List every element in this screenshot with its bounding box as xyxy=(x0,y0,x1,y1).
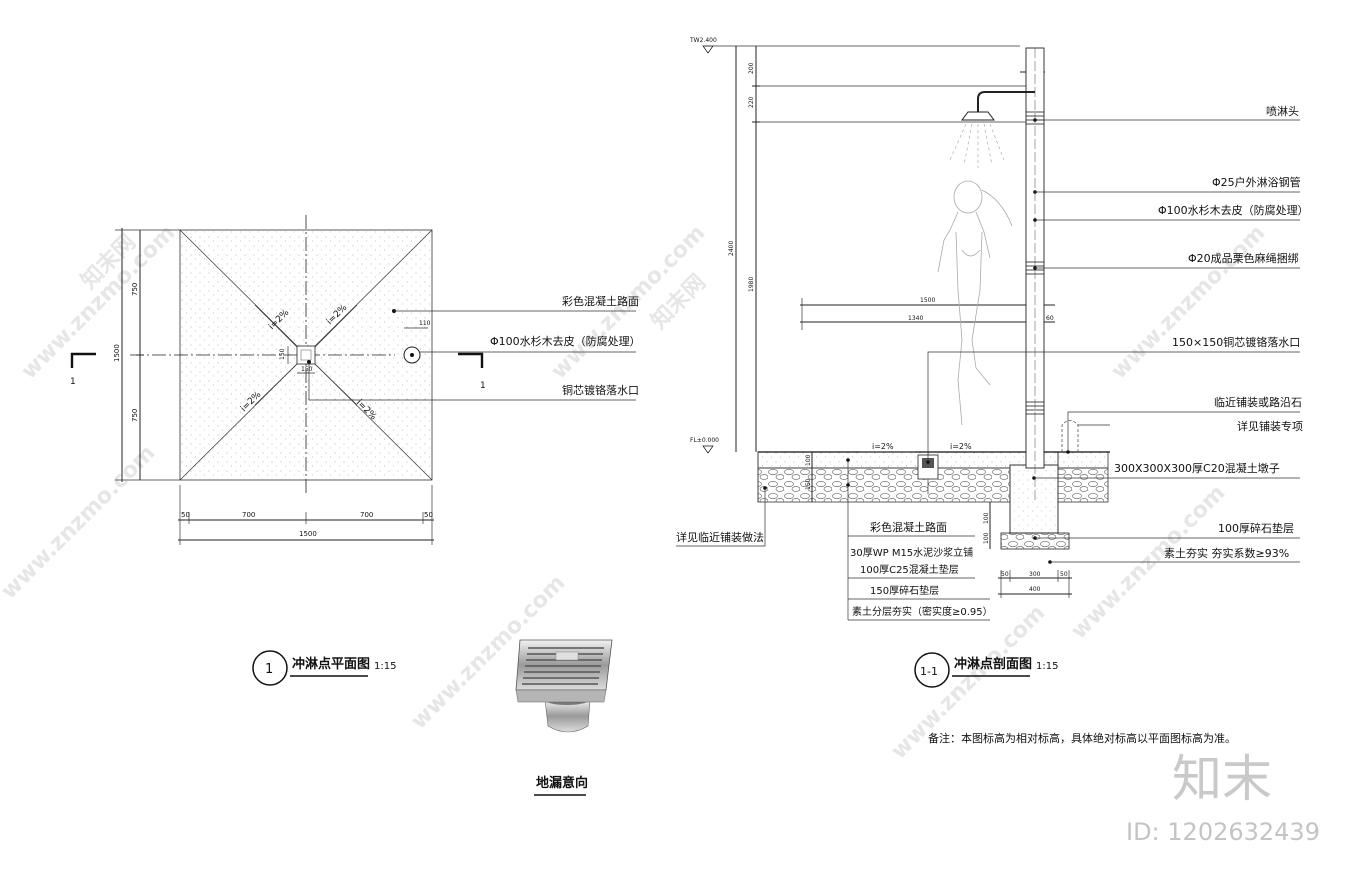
plan-scale: 1:15 xyxy=(374,661,396,672)
plan-dim-total-h: 1500 xyxy=(299,530,317,538)
plan-view: i=2% i=2% i=2% i=2% 150 150 110 750 750 … xyxy=(70,215,641,686)
section-title-circle xyxy=(914,652,950,688)
sec-dim-100c: 100 xyxy=(983,532,990,544)
layer-label-5: 素土分层夯实（密实度≥0.95） xyxy=(852,605,993,618)
plan-drain xyxy=(296,345,316,365)
plan-dim-drain-h: 150 xyxy=(279,348,286,360)
label-post: Φ100水杉木去皮（防腐处理） xyxy=(1158,203,1309,217)
sec-dim-200: 200 xyxy=(748,62,755,74)
drawing-note: 备注：本图标高为相对标高，具体绝对标高以平面图标高为准。 xyxy=(928,731,1236,745)
brand-logo: 知末 xyxy=(1172,750,1272,808)
plan-dim-right700: 700 xyxy=(360,511,373,519)
sec-dim-b50a: 50 xyxy=(1001,571,1009,578)
plan-cut-right: 1 xyxy=(480,381,486,391)
sec-dim-100b: 100 xyxy=(983,512,990,524)
asset-id: ID: 1202632439 xyxy=(1126,818,1320,846)
label-rope: Φ20成品栗色麻绳捆绑 xyxy=(1188,251,1299,265)
plan-dim-bottom-half: 750 xyxy=(131,409,139,422)
layer-label-4: 150厚碎石垫层 xyxy=(870,584,939,597)
floor-drain-illustration: 地漏意向 xyxy=(515,639,613,796)
sec-dim-1340: 1340 xyxy=(908,315,923,322)
plan-label-surface: 彩色混凝土路面 xyxy=(562,294,639,308)
level-floor: FL±0.000 xyxy=(690,437,719,444)
layer-callouts: 彩色混凝土路面 30厚WP M15水泥沙浆立铺 100厚C25混凝土垫层 150… xyxy=(846,458,993,621)
plan-title-num: 1 xyxy=(265,662,273,677)
watermark-site-1: www.znzmo.com xyxy=(17,220,181,384)
sec-dim-100a: 100 xyxy=(805,454,812,466)
watermark-site-2: www.znzmo.com xyxy=(0,440,160,604)
label-soil: 素土夯实 夯实系数≥93% xyxy=(1164,546,1289,560)
plan-dim-total-v: 1500 xyxy=(113,344,121,362)
plan-title-circle xyxy=(252,650,288,686)
label-gravel: 100厚碎石垫层 xyxy=(1218,521,1294,535)
person-silhouette xyxy=(937,180,1013,426)
label-footing: 300X300X300厚C20混凝土墩子 xyxy=(1114,461,1280,475)
plan-dim-left50: 50 xyxy=(181,511,190,519)
layer-label-3: 100厚C25混凝土垫层 xyxy=(860,563,959,576)
level-top: TW2.400 xyxy=(689,37,717,44)
sec-footing-gravel xyxy=(1000,532,1070,550)
plan-label-drain: 铜芯镀铬落水口 xyxy=(562,383,639,397)
plan-dim-right50: 50 xyxy=(424,511,433,519)
sec-dim-b300: 300 xyxy=(1029,571,1041,578)
plan-dim-post-off: 110 xyxy=(419,320,431,327)
sec-dim-150: 150 xyxy=(805,478,812,490)
sec-dim-1980: 1980 xyxy=(748,277,755,292)
section-scale: 1:15 xyxy=(1036,661,1058,672)
drain-caption: 地漏意向 xyxy=(536,775,588,791)
sec-dim-220: 220 xyxy=(748,96,755,108)
label-edge2: 详见铺装专项 xyxy=(1237,419,1303,433)
layer-label-2: 30厚WP M15水泥沙浆立铺 xyxy=(850,546,973,559)
watermark-site-6: www.znzmo.com xyxy=(1107,220,1271,384)
sec-dim-b400: 400 xyxy=(1029,586,1041,593)
sec-slope-2: i=2% xyxy=(950,442,972,451)
plan-dim-top-half: 750 xyxy=(131,283,139,296)
section-title-num: 1-1 xyxy=(920,665,938,678)
plan-title: 冲淋点平面图 xyxy=(292,656,370,672)
label-edge1: 临近铺装或路沿石 xyxy=(1214,395,1302,409)
label-drain: 150×150铜芯镀铬落水口 xyxy=(1172,335,1300,349)
sec-dim-2400: 2400 xyxy=(728,241,735,256)
sec-slope-1: i=2% xyxy=(872,442,894,451)
right-callouts: 喷淋头 Φ25户外淋浴钢管 Φ100水杉木去皮（防腐处理） Φ20成品栗色麻绳捆… xyxy=(926,105,1309,564)
sec-label-left: 详见临近铺装做法 xyxy=(676,530,764,544)
plan-dim-drain-w: 150 xyxy=(301,366,313,373)
plan-cut-left: 1 xyxy=(70,377,76,387)
sec-dim-1500: 1500 xyxy=(920,297,935,304)
section-view: TW2.400 FL±0.000 200 220 2400 1980 1500 … xyxy=(676,37,1309,745)
layer-label-1: 彩色混凝土路面 xyxy=(870,520,947,534)
label-head: 喷淋头 xyxy=(1266,105,1299,118)
sec-dim-b50b: 50 xyxy=(1060,571,1068,578)
sec-dim-60: 60 xyxy=(1046,315,1054,322)
section-title: 冲淋点剖面图 xyxy=(954,656,1032,672)
plan-label-post: Φ100水杉木去皮（防腐处理） xyxy=(490,334,641,348)
plan-dim-left700: 700 xyxy=(242,511,255,519)
label-pipe: Φ25户外淋浴钢管 xyxy=(1212,175,1301,189)
